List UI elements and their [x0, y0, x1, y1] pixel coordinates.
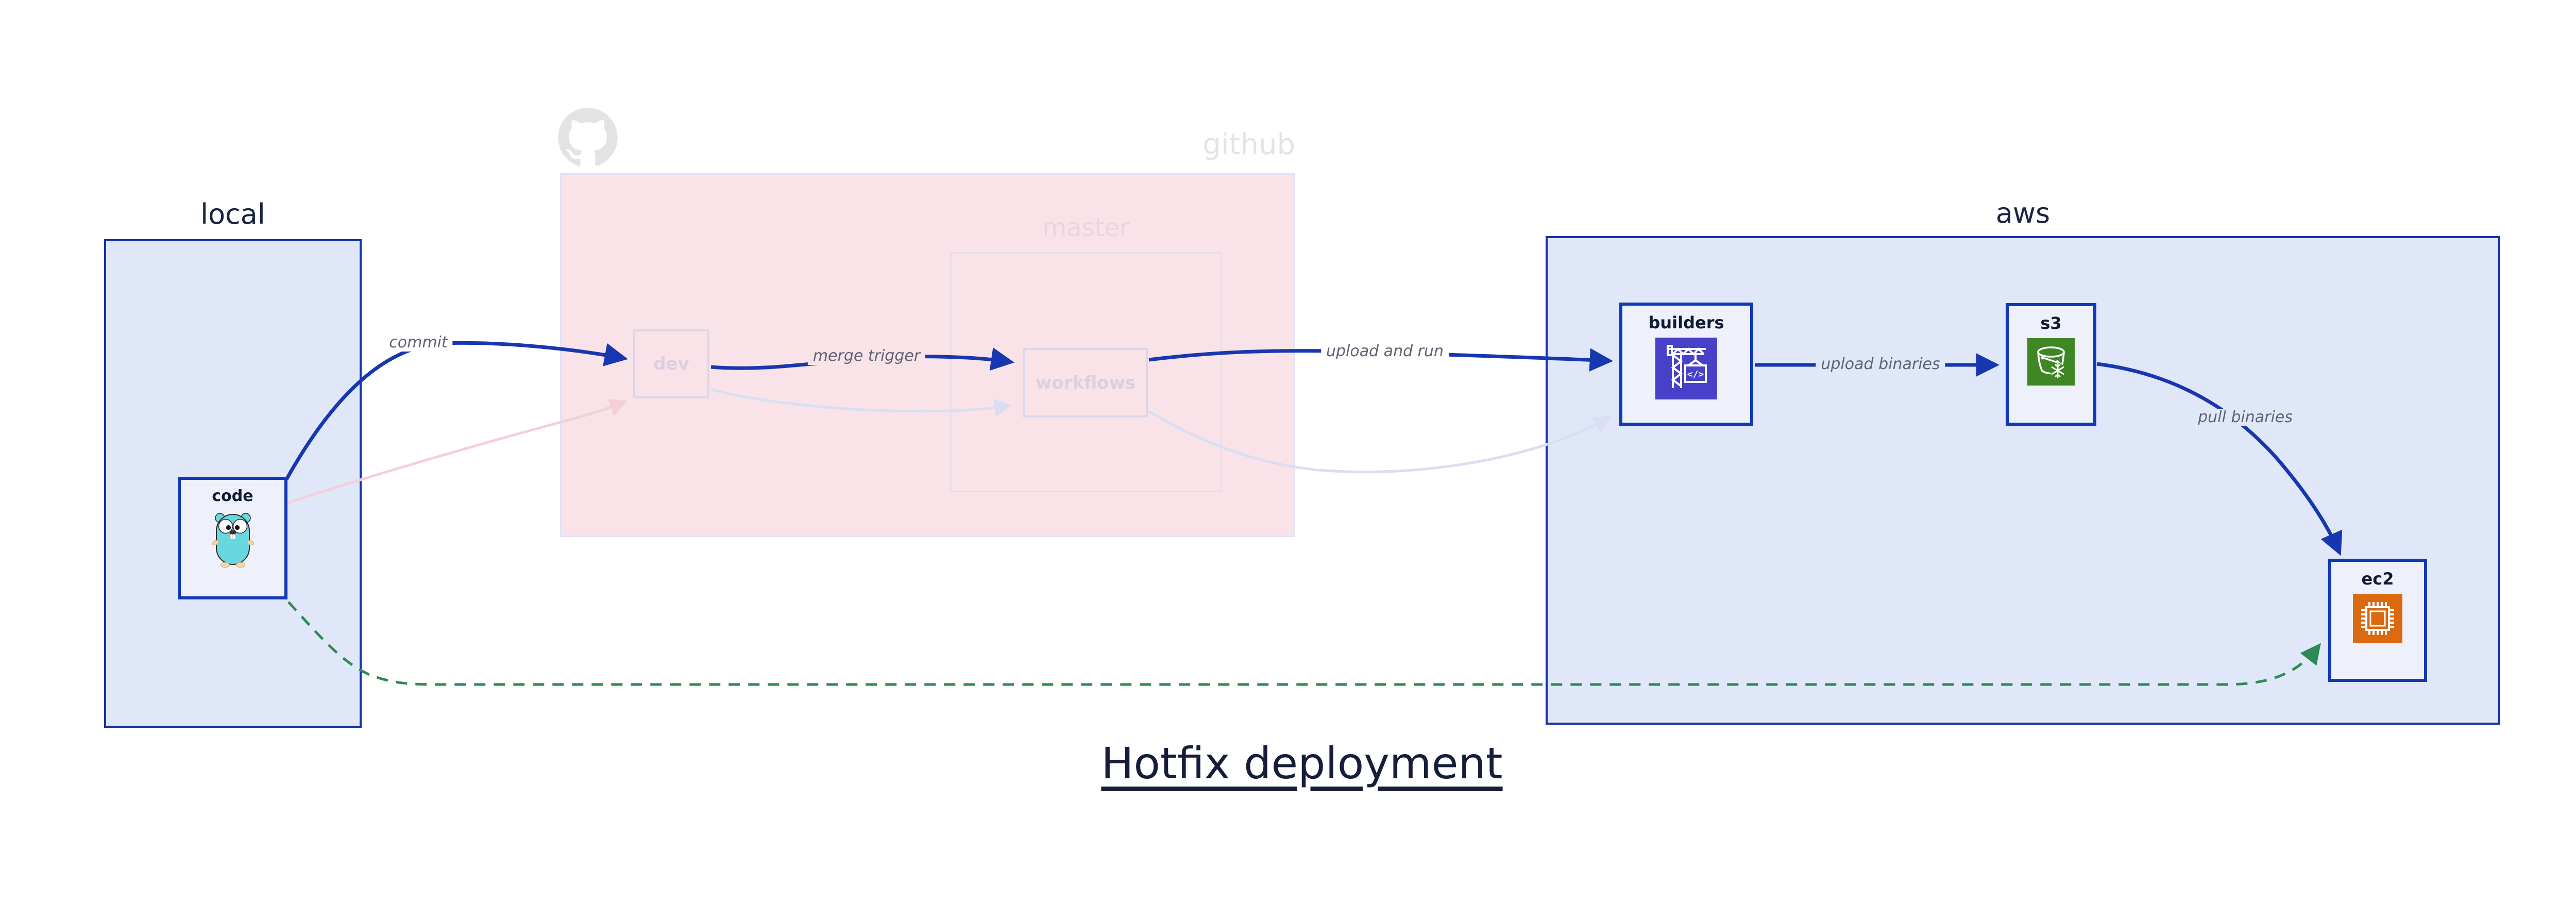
github-octocat-icon — [558, 108, 618, 166]
diagram-title: Hotfix deployment — [1101, 738, 1503, 789]
region-master — [950, 252, 1222, 492]
go-gopher-icon — [209, 510, 257, 568]
node-dev-label: dev — [653, 354, 689, 374]
edge-label-merge-trigger: merge trigger — [807, 347, 926, 365]
svg-text:</>: </> — [1687, 369, 1704, 380]
node-dev: dev — [633, 329, 709, 398]
ec2-chip-icon — [2353, 594, 2402, 643]
node-code-label: code — [212, 487, 253, 505]
node-s3: s3 — [2006, 303, 2096, 426]
edge-label-commit: commit — [384, 334, 453, 352]
node-ec2-label: ec2 — [2361, 569, 2394, 589]
node-workflows-label: workflows — [1035, 372, 1136, 393]
s3-glacier-bucket-icon — [2027, 338, 2075, 386]
edge-label-upload-binaries: upload binaries — [1816, 356, 1945, 373]
node-ec2: ec2 — [2328, 559, 2427, 682]
node-code: code — [178, 477, 287, 599]
region-label-master: master — [1042, 213, 1130, 242]
region-label-github: github — [1202, 128, 1295, 161]
node-s3-label: s3 — [2040, 313, 2062, 333]
region-label-aws: aws — [1995, 197, 2050, 229]
edge-label-upload-and-run: upload and run — [1320, 343, 1449, 360]
edge-label-pull-binaries: pull binaries — [2193, 409, 2298, 426]
node-workflows: workflows — [1023, 348, 1148, 417]
codebuild-crane-icon: </> — [1655, 338, 1717, 399]
region-label-local: local — [200, 198, 265, 230]
node-builders: builders </> — [1619, 303, 1753, 426]
node-builders-label: builders — [1648, 313, 1724, 332]
